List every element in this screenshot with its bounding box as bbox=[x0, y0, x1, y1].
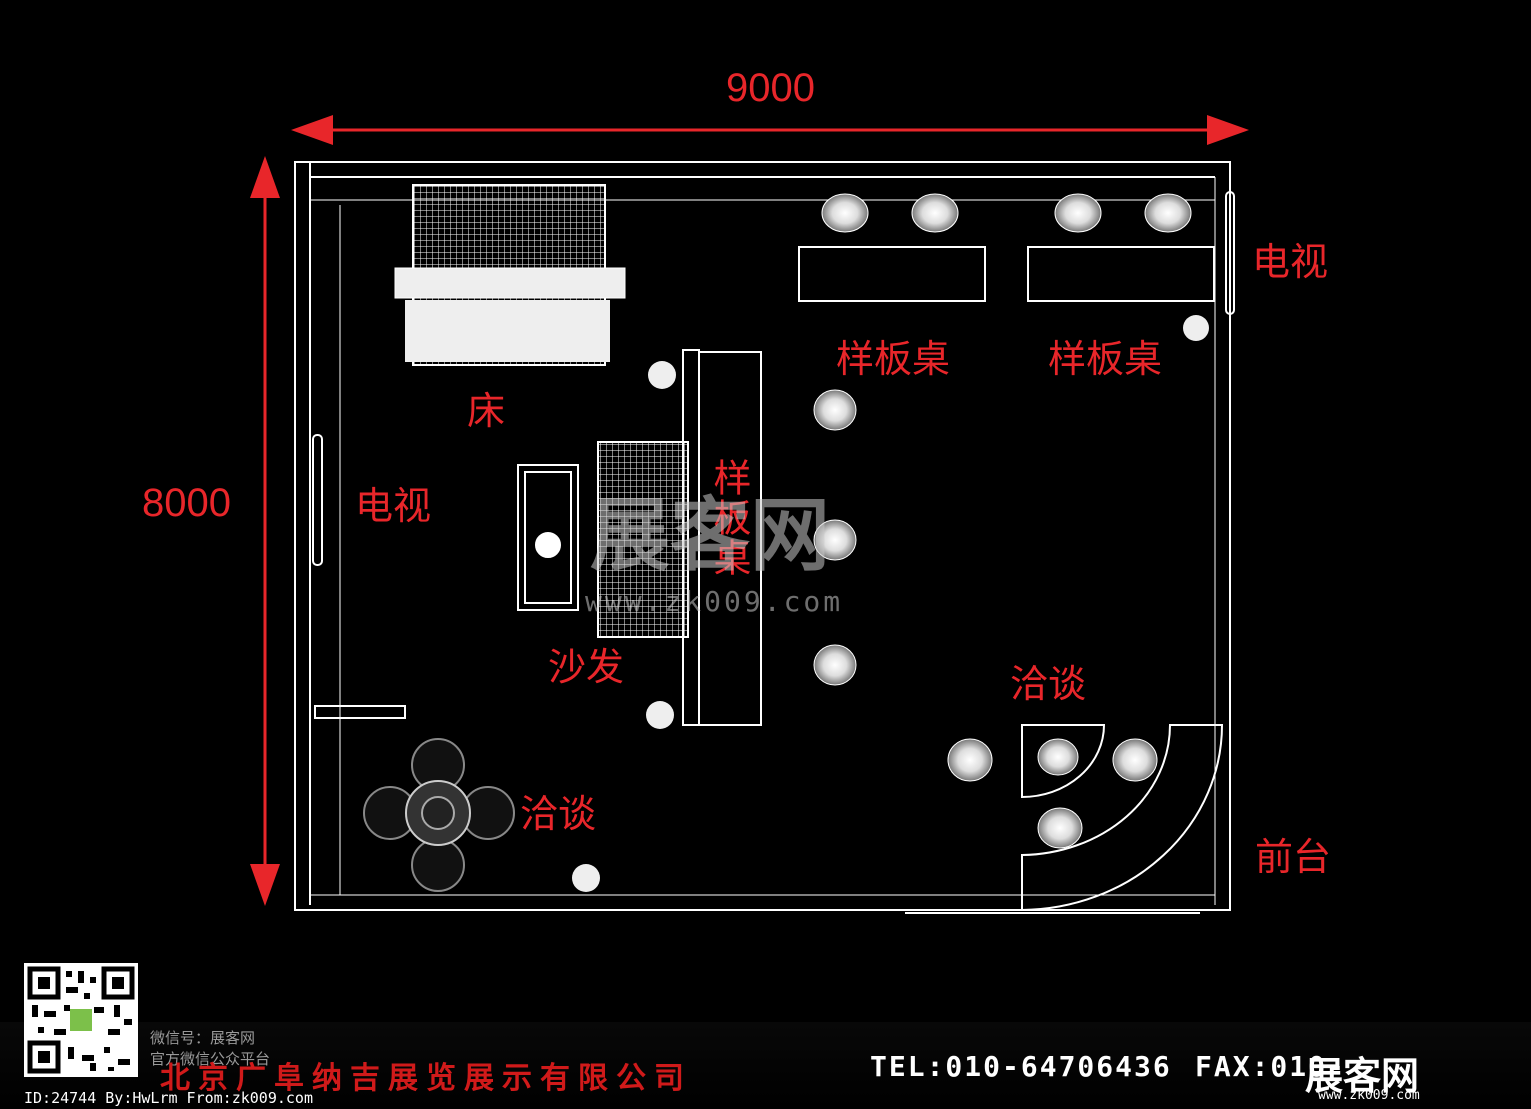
sofa bbox=[597, 441, 689, 638]
company-name: 北京广阜纳吉展览展示有限公司 bbox=[160, 1061, 692, 1096]
footer-bar bbox=[0, 1022, 1531, 1109]
label-sample-table-2: 样板桌 bbox=[1048, 337, 1163, 381]
label-negotiation-left: 洽谈 bbox=[520, 792, 597, 836]
label-sample-table-vertical: 样板桌 bbox=[707, 458, 751, 578]
plants bbox=[572, 315, 1209, 892]
label-sample-table-1: 样板桌 bbox=[836, 337, 951, 381]
coffee-table bbox=[517, 464, 579, 611]
wechat-platform: 官方微信公众平台 bbox=[150, 1050, 271, 1068]
site-logo: 展客网 bbox=[1305, 1053, 1420, 1098]
label-tv-left: 电视 bbox=[355, 484, 432, 528]
label-negotiation-right: 洽谈 bbox=[1010, 662, 1087, 706]
tv-right bbox=[1225, 191, 1235, 315]
watermark-logo: 展客网 bbox=[590, 488, 830, 582]
watermark-url: www.zk009.com bbox=[585, 585, 844, 618]
contact-fax: FAX:010- bbox=[1195, 1050, 1346, 1083]
width-dimension-label: 9000 bbox=[726, 66, 815, 110]
label-reception: 前台 bbox=[1255, 835, 1332, 879]
wechat-id: 微信号：展客网 bbox=[150, 1029, 256, 1047]
shelf bbox=[314, 705, 406, 719]
label-sofa: 沙发 bbox=[548, 645, 625, 689]
height-dimension-label: 8000 bbox=[142, 481, 231, 525]
image-id-line: ID:24744 By:HwLrm From:zk009.com bbox=[24, 1089, 313, 1107]
tv-left bbox=[312, 434, 323, 566]
bed bbox=[394, 184, 626, 366]
qr-code bbox=[24, 963, 138, 1077]
reception-desk bbox=[1021, 724, 1224, 912]
stools bbox=[813, 193, 1192, 849]
site-logo-url: www.zk009.com bbox=[1318, 1088, 1420, 1103]
label-tv-right: 电视 bbox=[1252, 240, 1329, 284]
sample-table-2 bbox=[1027, 246, 1215, 302]
label-bed: 床 bbox=[467, 389, 506, 433]
negotiation-table-left bbox=[363, 738, 515, 892]
sample-table-1 bbox=[798, 246, 986, 302]
contact-tel: TEL:010-64706436 bbox=[870, 1050, 1172, 1083]
sample-table-vertical bbox=[682, 349, 762, 726]
